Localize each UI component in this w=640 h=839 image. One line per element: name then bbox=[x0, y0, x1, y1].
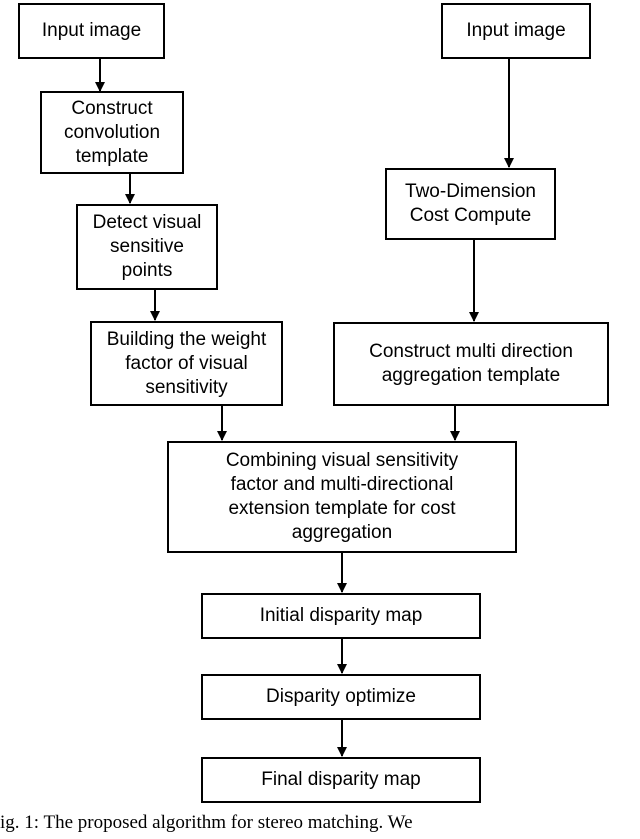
construct-multi-direction-node: Construct multi direction aggregation te… bbox=[333, 322, 609, 406]
combining-label: Combining visual sensitivity factor and … bbox=[225, 450, 459, 543]
disparity-optimize-node: Disparity optimize bbox=[201, 674, 481, 720]
construct-convolution-label: Construct convolution template bbox=[63, 97, 161, 167]
detect-visual-node: Detect visual sensitive points bbox=[76, 204, 218, 290]
final-disparity-node: Final disparity map bbox=[201, 757, 481, 803]
combining-node: Combining visual sensitivity factor and … bbox=[167, 441, 517, 553]
input-image-right-label: Input image bbox=[466, 20, 566, 41]
building-weight-label: Building the weight factor of visual sen… bbox=[106, 328, 267, 398]
input-image-right-node: Input image bbox=[441, 3, 591, 59]
input-image-left-label: Input image bbox=[41, 20, 142, 41]
input-image-left-node: Input image bbox=[18, 3, 165, 59]
figure-caption: ig. 1: The proposed algorithm for stereo… bbox=[0, 812, 413, 833]
final-disparity-label: Final disparity map bbox=[261, 769, 421, 790]
initial-disparity-node: Initial disparity map bbox=[201, 593, 481, 639]
detect-visual-label: Detect visual sensitive points bbox=[92, 212, 202, 281]
construct-convolution-node: Construct convolution template bbox=[40, 91, 184, 174]
construct-multi-direction-label: Construct multi direction aggregation te… bbox=[369, 341, 573, 386]
initial-disparity-label: Initial disparity map bbox=[259, 605, 423, 626]
building-weight-node: Building the weight factor of visual sen… bbox=[90, 321, 283, 406]
two-dimension-cost-label: Two-Dimension Cost Compute bbox=[405, 181, 536, 226]
two-dimension-cost-node: Two-Dimension Cost Compute bbox=[385, 168, 556, 240]
disparity-optimize-label: Disparity optimize bbox=[266, 686, 416, 707]
